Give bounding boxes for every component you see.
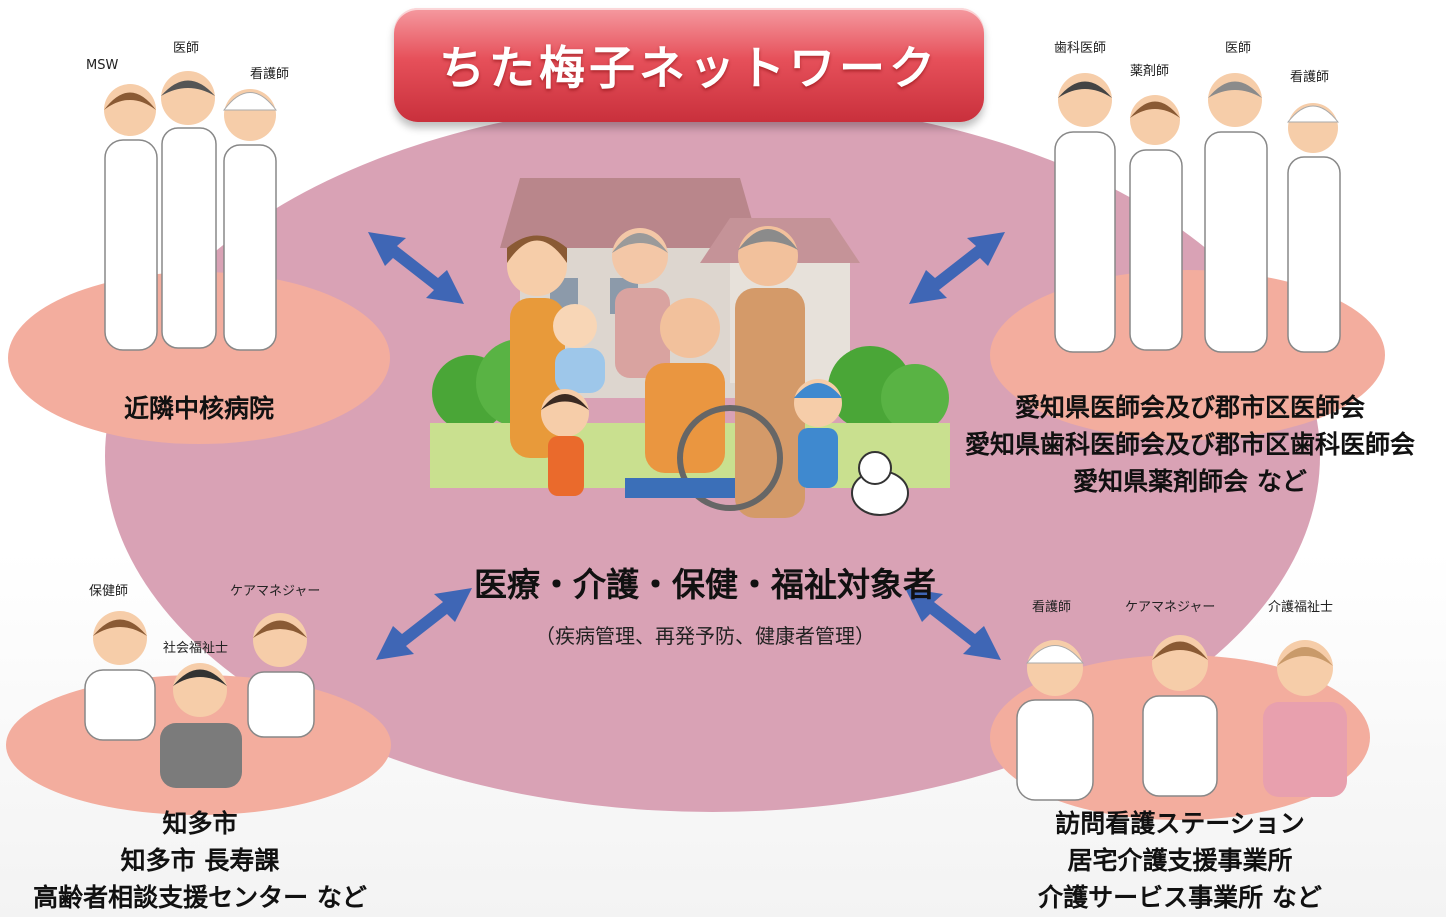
role-label-public-health-nurse: 保健師	[89, 584, 129, 599]
role-label-social-worker: 社会福祉士	[163, 641, 229, 656]
group-label-line: 知多市	[162, 809, 238, 838]
role-label-msw: MSW	[86, 58, 119, 73]
role-label-nurse: 看護師	[250, 67, 290, 82]
group-label-top-left: 近隣中核病院	[8, 390, 390, 427]
role-label-nurse: 看護師	[1032, 600, 1072, 615]
center-subtitle: （疾病管理、再発予防、健康者管理）	[535, 624, 875, 648]
staff-illustration-bottom-right	[1016, 635, 1347, 801]
staff-illustration-top-right	[1054, 73, 1341, 353]
role-label-dentist: 歯科医師	[1054, 41, 1107, 56]
arrow-icon-top-right	[909, 232, 1005, 304]
group-label-line: 訪問看護ステーション	[1055, 809, 1305, 838]
arrow-icon-top-left	[368, 232, 464, 304]
group-label-line: 近隣中核病院	[123, 394, 274, 423]
group-label-line: 知多市 長寿課	[120, 846, 280, 875]
group-label-line: 愛知県薬剤師会 など	[1073, 467, 1307, 496]
group-label-bottom-left: 知多市 知多市 長寿課 高齢者相談支援センター など	[0, 805, 400, 916]
arrow-icon-bottom-right	[905, 588, 1001, 660]
role-label-nurse: 看護師	[1290, 70, 1330, 85]
staff-illustration-top-left	[104, 71, 277, 351]
role-label-doctor: 医師	[173, 41, 200, 56]
group-label-line: 介護サービス事業所 など	[1038, 883, 1322, 912]
group-label-line: 高齢者相談支援センター など	[33, 883, 367, 912]
role-label-doctor: 医師	[1225, 41, 1252, 56]
title-banner: ちた梅子ネットワーク	[394, 8, 984, 122]
group-label-line: 愛知県医師会及び郡市区医師会	[1014, 393, 1365, 422]
staff-illustration-bottom-left	[84, 611, 315, 788]
group-label-line: 居宅介護支援事業所	[1067, 846, 1293, 875]
role-label-care-manager: ケアマネジャー	[230, 584, 321, 599]
role-label-pharmacist: 薬剤師	[1130, 64, 1170, 79]
arrow-icon-bottom-left	[376, 588, 472, 660]
family-illustration	[430, 178, 950, 518]
group-label-line: 愛知県歯科医師会及び郡市区歯科医師会	[964, 430, 1415, 459]
role-label-care-manager: ケアマネジャー	[1125, 600, 1216, 615]
center-title: 医療・介護・保健・福祉対象者	[474, 565, 936, 604]
page-title: ちた梅子ネットワーク	[439, 41, 939, 95]
role-label-care-worker: 介護福祉士	[1268, 600, 1334, 615]
group-label-bottom-right: 訪問看護ステーション 居宅介護支援事業所 介護サービス事業所 など	[980, 805, 1380, 916]
group-label-top-right: 愛知県医師会及び郡市区医師会 愛知県歯科医師会及び郡市区歯科医師会 愛知県薬剤師…	[940, 389, 1440, 500]
